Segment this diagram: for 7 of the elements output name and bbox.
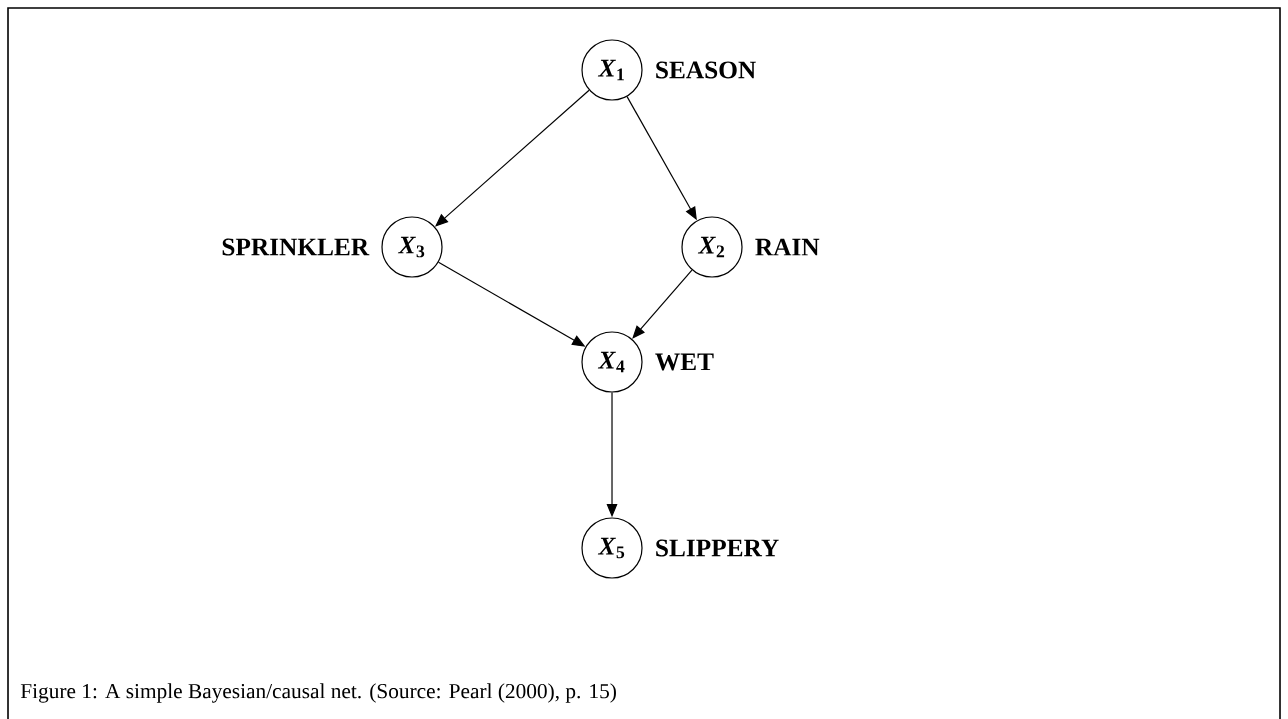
- node-label: SEASON: [656, 61, 756, 79]
- arrow: [632, 269, 693, 339]
- node-label: SLIPPERY: [656, 539, 779, 557]
- node-label: SPRINKLER: [222, 238, 370, 256]
- figure-caption: Figure 1: A simple Bayesian/causal net. (Source: Pearl (2000), p. 15): [20, 683, 616, 703]
- node-label: WET: [655, 353, 714, 371]
- node-label: RAIN: [755, 238, 820, 256]
